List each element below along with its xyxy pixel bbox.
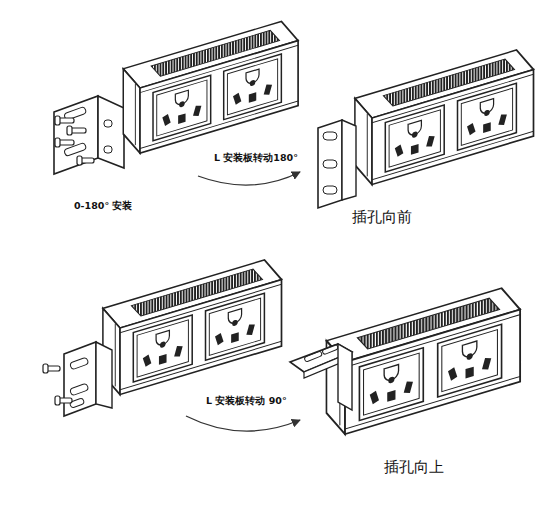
l-bracket (64, 342, 112, 416)
annotation-label: 0-180° 安装 (74, 200, 132, 213)
rotation-arrow (186, 416, 300, 431)
screws (55, 116, 94, 165)
annotation-label: 插孔向上 (384, 458, 444, 477)
screws (43, 364, 72, 405)
rotation-arrow (198, 172, 300, 185)
l-bracket (290, 344, 352, 410)
l-bracket (318, 120, 356, 208)
annotation-label: 插孔向前 (352, 208, 412, 227)
l-bracket (54, 96, 124, 174)
annotation-label: L 安装板转动180° (214, 152, 298, 165)
annotation-label: L 安装板转动 90° (206, 395, 287, 408)
